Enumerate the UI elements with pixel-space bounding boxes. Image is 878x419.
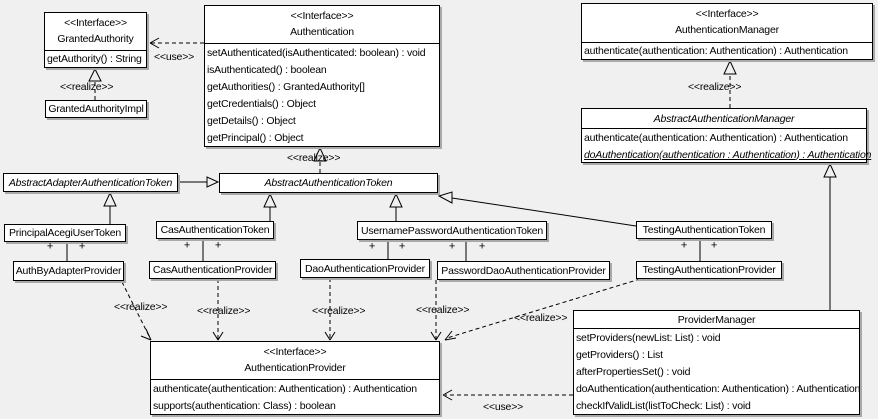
generalization-providermanager <box>823 162 837 310</box>
method: authenticate(authentication: Authenticat… <box>153 382 417 395</box>
multiplicity-plus: + <box>448 240 456 253</box>
class-granted-authority-impl[interactable]: GrantedAuthorityImpl <box>45 100 147 118</box>
class-name: AuthenticationProvider <box>244 362 346 374</box>
stereotype-label: <<Interface>> <box>64 17 127 29</box>
multiplicity-plus: + <box>368 240 376 253</box>
method: authenticate(authentication: Authenticat… <box>584 45 848 57</box>
class-abstract-authentication-manager[interactable]: AbstractAuthenticationManager authentica… <box>581 108 872 163</box>
class-name: UsernamePasswordAuthenticationToken <box>360 224 544 237</box>
multiplicity-plus: + <box>46 240 54 253</box>
class-authentication[interactable]: <<Interface>> Authentication setAuthenti… <box>204 5 440 147</box>
method: afterPropertiesSet() : void <box>576 365 691 378</box>
generalization-cas-token <box>263 192 277 221</box>
multiplicity-plus: + <box>214 239 222 252</box>
class-auth-by-adapter-provider[interactable]: AuthByAdapterProvider <box>13 261 124 281</box>
class-name: AbstractAdapterAuthenticationToken <box>8 176 173 189</box>
class-abstract-authentication-token[interactable]: AbstractAuthenticationToken <box>219 173 438 193</box>
realize-label: <<realize>> <box>416 304 470 316</box>
use-authentication-grantedauthority <box>149 37 204 49</box>
generalization-testing-token <box>437 191 637 227</box>
class-name: GrantedAuthorityImpl <box>48 103 144 115</box>
method: setProviders(newList: List) : void <box>576 331 721 344</box>
use-label: <<use>> <box>483 401 524 413</box>
class-name: DaoAuthenticationProvider <box>305 262 425 275</box>
stereotype-label: <<Interface>> <box>290 10 354 22</box>
realize-label: <<realize>> <box>312 305 366 317</box>
class-dao-authentication-provider[interactable]: DaoAuthenticationProvider <box>300 259 430 278</box>
method: getAuthorities() : GrantedAuthority[] <box>207 80 365 93</box>
use-providermanager-authenticationprovider <box>442 389 573 401</box>
class-name: AuthByAdapterProvider <box>15 265 122 277</box>
multiplicity-plus: + <box>183 239 191 252</box>
class-testing-authentication-provider[interactable]: TestingAuthenticationProvider <box>636 261 782 279</box>
class-cas-authentication-token[interactable]: CasAuthenticationToken <box>156 221 274 239</box>
class-name: ProviderManager <box>574 311 859 329</box>
method: checkIfValidList(listToCheck: List) : vo… <box>576 399 751 412</box>
realize-label: <<realize>> <box>688 81 742 93</box>
realize-label: <<realize>> <box>114 301 168 313</box>
realize-testing-provider <box>444 278 641 341</box>
class-name: AuthenticationManager <box>675 24 779 36</box>
use-label: <<use>> <box>154 51 195 63</box>
multiplicity-plus: + <box>78 240 86 253</box>
method: getAuthority() : String <box>47 53 142 65</box>
stereotype-label: <<Interface>> <box>263 346 327 358</box>
realize-passworddao-provider <box>430 280 442 341</box>
class-name: AbstractAuthenticationManager <box>582 109 866 129</box>
multiplicity-plus: + <box>680 239 688 252</box>
class-name: GrantedAuthority <box>57 33 134 45</box>
realize-authbyadapter-provider <box>121 281 152 341</box>
realize-abstracttoken-authentication <box>313 146 327 173</box>
class-username-password-authentication-token[interactable]: UsernamePasswordAuthenticationToken <box>357 221 547 240</box>
class-name: Authentication <box>290 26 354 38</box>
realize-dao-provider <box>324 278 336 341</box>
method: setAuthenticated(isAuthenticated: boolea… <box>207 46 426 59</box>
class-name: TestingAuthenticationToken <box>642 224 766 236</box>
class-password-dao-authentication-provider[interactable]: PasswordDaoAuthenticationProvider <box>437 261 610 280</box>
class-abstract-adapter-authentication-token[interactable]: AbstractAdapterAuthenticationToken <box>3 173 178 192</box>
method: authenticate(authentication: Authenticat… <box>584 131 848 144</box>
class-cas-authentication-provider[interactable]: CasAuthenticationProvider <box>149 261 276 279</box>
generalization-principal-token <box>103 191 117 224</box>
method: supports(authentication: Class) : boolea… <box>153 399 336 412</box>
method: getPrincipal() : Object <box>207 131 304 144</box>
class-name: PrincipalAcegiUserToken <box>8 227 122 239</box>
realize-label: <<realize>> <box>287 152 341 164</box>
realize-abstractmanager-manager <box>723 59 737 108</box>
multiplicity-plus: + <box>478 240 486 253</box>
method: getCredentials() : Object <box>207 97 316 110</box>
method: getDetails() : Object <box>207 114 296 127</box>
class-testing-authentication-token[interactable]: TestingAuthenticationToken <box>636 221 772 239</box>
class-principal-acegi-user-token[interactable]: PrincipalAcegiUserToken <box>4 224 126 242</box>
class-name: CasAuthenticationProvider <box>152 264 273 276</box>
method: doAuthentication(authentication: Authent… <box>576 382 861 395</box>
generalization-adapter-token <box>178 176 220 188</box>
class-name: PasswordDaoAuthenticationProvider <box>441 264 606 277</box>
class-name: AbstractAuthenticationToken <box>264 177 393 189</box>
method: getProviders() : List <box>576 348 663 361</box>
stereotype-label: <<Interface>> <box>695 8 759 20</box>
realize-label: <<realize>> <box>60 81 114 93</box>
class-authentication-provider[interactable]: <<Interface>> AuthenticationProvider aut… <box>150 341 440 415</box>
class-name: CasAuthenticationToken <box>160 224 270 236</box>
class-provider-manager[interactable]: ProviderManager setProviders(newList: Li… <box>573 310 860 415</box>
method: isAuthenticated() : boolean <box>207 63 327 76</box>
class-name: TestingAuthenticationProvider <box>642 264 776 276</box>
class-authentication-manager[interactable]: <<Interface>> AuthenticationManager auth… <box>581 3 873 60</box>
realize-label: <<realize>> <box>514 312 568 324</box>
realize-grantedauthorityimpl <box>88 67 102 100</box>
generalization-usernamepassword-token <box>389 192 403 221</box>
method: doAuthentication(authentication : Authen… <box>584 148 872 161</box>
realize-cas-provider <box>212 279 224 341</box>
class-granted-authority[interactable]: <<Interface>> GrantedAuthority getAuthor… <box>44 12 147 68</box>
multiplicity-plus: + <box>710 239 718 252</box>
multiplicity-plus: + <box>398 240 406 253</box>
realize-label: <<realize>> <box>197 305 251 317</box>
